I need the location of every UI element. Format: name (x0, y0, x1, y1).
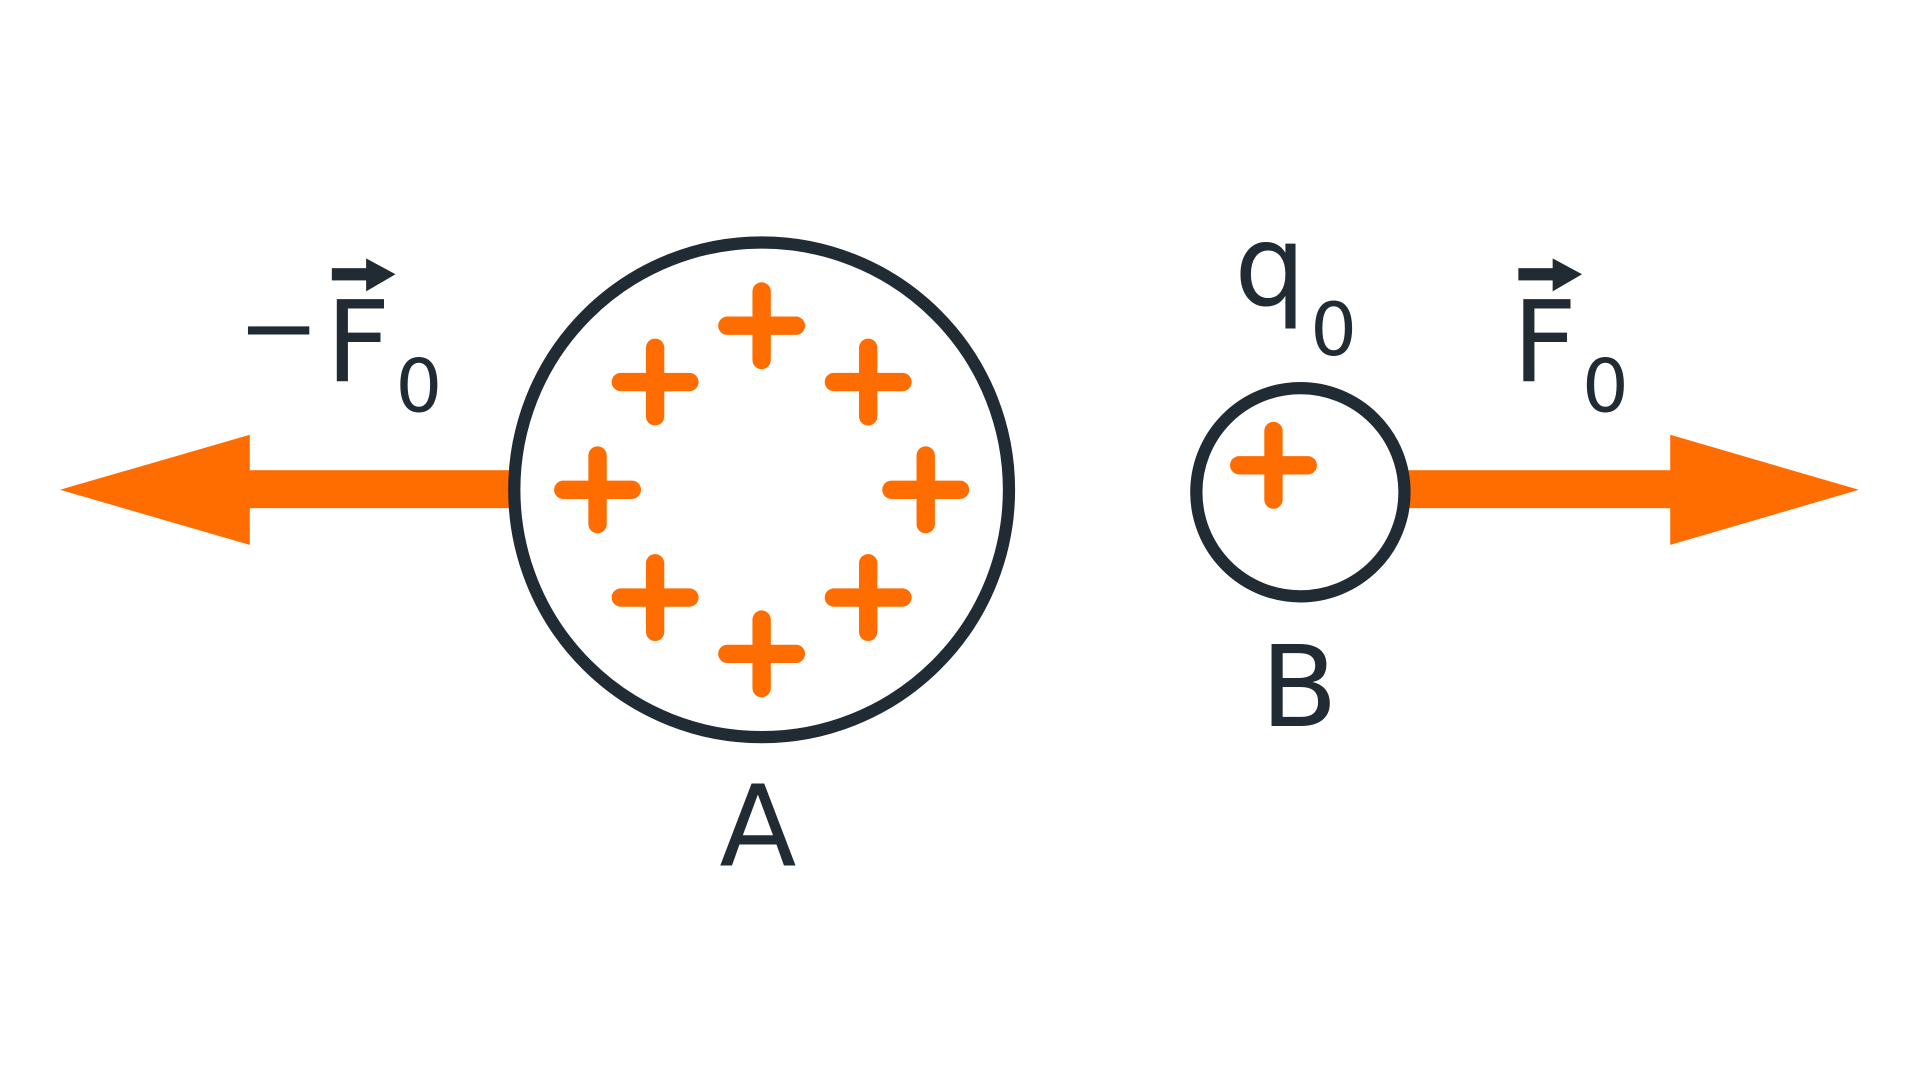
plus-charge-icon (1230, 421, 1317, 509)
force-subscript: 0 (1582, 344, 1629, 429)
label-sphere-b: B (1261, 621, 1338, 753)
plus-charge-icon (824, 554, 912, 642)
sphere-a-charges (554, 282, 970, 698)
sphere-a (508, 236, 1016, 744)
label-sphere-a: A (719, 761, 796, 893)
charge-symbol: q (1234, 200, 1306, 332)
label-force-right: F 0 (1512, 258, 1629, 429)
plus-charge-icon (718, 282, 806, 370)
force-arrow-left (60, 434, 515, 545)
plus-charge-icon (554, 446, 642, 534)
label-force-left: − F 0 (238, 258, 443, 429)
label-test-charge: q 0 (1234, 200, 1357, 373)
sphere-b (1190, 382, 1411, 603)
minus-sign: − (238, 271, 320, 385)
plus-charge-icon (824, 338, 912, 426)
vector-arrow-icon (331, 258, 396, 292)
sphere-b-charges (1230, 421, 1317, 509)
plus-charge-icon (611, 338, 699, 426)
plus-charge-icon (611, 554, 699, 642)
plus-charge-icon (718, 610, 806, 698)
force-arrow-right (1403, 434, 1859, 545)
charge-subscript: 0 (1310, 288, 1357, 373)
force-symbol: F (326, 276, 391, 408)
vector-arrow-icon (1518, 258, 1583, 292)
plus-charge-icon (882, 446, 970, 534)
force-subscript: 0 (396, 344, 443, 429)
force-symbol: F (1512, 276, 1577, 408)
